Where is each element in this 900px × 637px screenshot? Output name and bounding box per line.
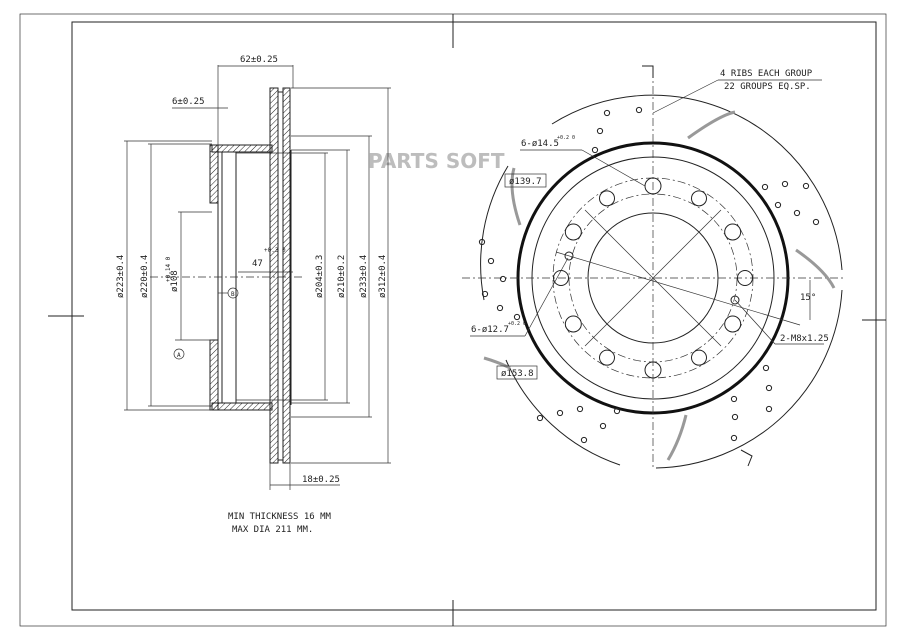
- dim-depth: 47: [252, 259, 263, 269]
- dia-210: ø210±0.2: [337, 255, 347, 298]
- drilled-hole: [613, 407, 621, 415]
- dia-204: ø204±0.3: [315, 255, 325, 298]
- drilled-hole: [765, 405, 773, 413]
- datum-a-marker: [173, 348, 185, 360]
- drilled-hole: [481, 290, 489, 298]
- drilled-hole: [731, 413, 739, 421]
- note-min-thickness: MIN THICKNESS 16 MM: [228, 512, 332, 522]
- drilled-hole: [730, 434, 738, 442]
- dim-width: 62±0.25: [240, 55, 278, 65]
- bolt-hole-large: [724, 223, 742, 241]
- bolt-hole-small: [599, 349, 615, 366]
- drilled-hole: [596, 127, 604, 135]
- pcd-153-8: ø153.8: [501, 369, 534, 379]
- holes-small-tol: +0.2 0: [508, 321, 526, 327]
- dia-223: ø223±0.4: [116, 255, 126, 298]
- drilled-hole: [762, 364, 770, 372]
- drilled-hole: [487, 257, 495, 265]
- hat-wall-bottom: [211, 402, 273, 411]
- datum-b-marker: [227, 287, 239, 299]
- note-max-dia: MAX DIA 211 MM.: [232, 525, 313, 535]
- drilled-hole: [513, 313, 521, 321]
- threaded-hole: [730, 295, 740, 305]
- flange-top: [209, 144, 219, 204]
- datum-a: A: [177, 352, 181, 359]
- bolt-hole-large: [724, 315, 742, 333]
- dia-108: ø108: [170, 270, 180, 292]
- bolt-hole-large: [644, 361, 662, 379]
- drilled-hole: [781, 180, 789, 188]
- drilled-hole: [793, 209, 801, 217]
- dia-312: ø312±0.4: [378, 255, 388, 298]
- bolt-hole-small: [691, 190, 707, 207]
- drilled-hole: [761, 183, 769, 191]
- drilled-hole: [603, 109, 611, 117]
- drilled-hole: [576, 405, 584, 413]
- dim-thickness: 18±0.25: [302, 475, 340, 485]
- pcd-139-7: ø139.7: [509, 177, 542, 187]
- ribs-note-line1: 4 RIBS EACH GROUP: [720, 69, 813, 79]
- flange-bottom: [209, 339, 219, 411]
- drilled-hole: [730, 395, 738, 403]
- dia-233: ø233±0.4: [359, 255, 369, 298]
- drilled-hole: [591, 146, 599, 154]
- holes-large-label: 6-ø14.5: [521, 139, 559, 149]
- drilled-hole: [580, 436, 588, 444]
- drilled-hole: [812, 218, 820, 226]
- bolt-hole-large: [564, 223, 582, 241]
- dim-depth-tol: +0.3 0: [264, 247, 286, 254]
- front-view: 4 RIBS EACH GROUP 22 GROUPS EQ.SP. 6-ø14…: [462, 65, 845, 470]
- thread-label: 2-M8x1.25: [780, 334, 829, 344]
- bolt-hole-small: [737, 270, 753, 286]
- angle-label: 15°: [800, 293, 816, 303]
- drilled-hole: [599, 422, 607, 430]
- dia-108-tol: +0.14 0: [165, 256, 172, 282]
- holes-large-tol: +0.2 0: [557, 135, 575, 141]
- drilled-hole: [802, 182, 810, 190]
- drilled-hole: [774, 201, 782, 209]
- drilled-hole: [635, 106, 643, 114]
- drilled-hole: [496, 304, 504, 312]
- drilled-hole: [478, 238, 486, 246]
- drawing-frame: [19, 13, 887, 627]
- watermark: PARTS SOFT: [368, 149, 505, 173]
- friction-plate-outer: [269, 87, 279, 464]
- ribs-note-line2: 22 GROUPS EQ.SP.: [724, 82, 811, 92]
- bolt-hole-small: [599, 190, 615, 207]
- datum-b: B: [231, 291, 235, 298]
- drilled-hole: [499, 275, 507, 283]
- hat-wall-top: [211, 144, 273, 153]
- bolt-hole-large: [564, 315, 582, 333]
- drilled-hole: [765, 384, 773, 392]
- drilled-hole: [556, 409, 564, 417]
- threaded-hole: [564, 251, 574, 261]
- dim-flange: 6±0.25: [172, 97, 205, 107]
- friction-plate-inner: [282, 87, 291, 464]
- bolt-hole-small: [691, 349, 707, 366]
- holes-small-label: 6-ø12.7: [471, 325, 509, 335]
- dia-220: ø220±0.4: [140, 255, 150, 298]
- section-view: 62±0.25 6±0.25 47 +0.3 0 18±0.25 ø223±0.…: [116, 55, 391, 490]
- drilled-hole: [536, 414, 544, 422]
